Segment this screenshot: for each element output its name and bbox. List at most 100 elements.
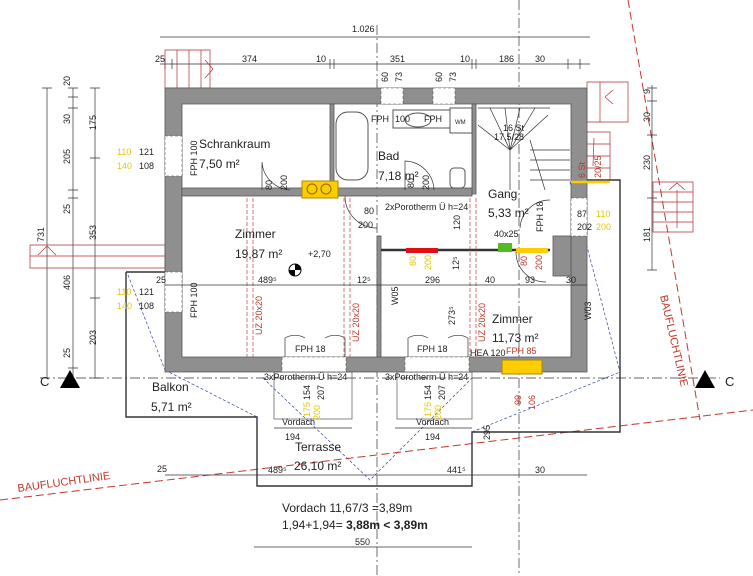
window-dim: 154 [302,385,312,400]
door-dim: 120 [452,215,462,230]
dim: 60 [434,72,444,82]
dim: 205 [62,149,72,164]
door-balcony-2 [404,356,470,373]
dim: 30 [535,465,545,475]
external-stairs-right-a [586,81,629,123]
room-name-terrasse: Terrasse [295,440,341,454]
column-label: UZ 20x20 [254,296,264,335]
dim: 12⁵ [451,256,461,270]
dim: 203 [88,330,98,345]
baufluchtlinie-label-bottom: BAUFLUCHTLINIE [17,470,111,495]
door-swing-bad [404,160,435,191]
fph-label: FPH [371,114,389,124]
dim: 194 [425,432,440,442]
section-marker-right-icon [695,370,715,388]
window-dim: 108 [139,301,154,311]
room-name-zimmer2: Zimmer [492,312,533,326]
dim: 73 [394,72,404,82]
dim: 30 [62,114,72,124]
lintel-label: 3xPorotherm Ü h=24 [385,372,468,382]
uz-columns [246,198,477,357]
ext-stairs-ratio: 20/25 [593,155,603,178]
hea-label: HEA 120 [470,348,506,358]
room-name-gang: Gang [488,187,517,201]
dim: 93 [525,275,535,285]
window-dim: 200 [433,405,443,420]
left-dimension-lines [42,87,100,379]
window-dim: 200 [596,222,611,232]
entrance-marker-left [29,244,166,269]
section-label-right: C [725,374,734,389]
room-area-zimmer: 19,87 m² [235,247,282,261]
note-bold: 3,88m < 3,89m [346,518,428,532]
dim: 186 [499,54,514,64]
window-dim: 110 [117,147,131,157]
room-name-zimmer: Zimmer [235,227,276,241]
dim: 10 [316,54,326,64]
window-dim: 140 [117,301,132,311]
wall-label: W05 [390,286,400,305]
roof-slope-lines [127,181,621,481]
flue-icon [320,183,332,195]
washbasin [404,112,432,128]
column-label: UZ 20x20 [351,303,361,342]
door-dim: 80 [364,206,374,216]
fph-label: 100 [395,114,410,124]
room-area-terrasse: 26,10 m² [294,459,341,473]
window-dim: 110 [596,209,610,219]
dim: 181 [642,227,652,242]
dim: 12⁵ [357,275,371,285]
room-area-gang: 5,33 m² [488,206,529,220]
dim: 489⁵ [268,465,287,475]
washing-machine [449,107,473,134]
dim: 230 [642,155,652,170]
balkon-outline [125,179,621,487]
chimney-bottom [501,359,543,375]
dim: 374 [242,54,257,64]
window-dim: 110 [117,287,131,297]
dim: 731 [36,227,46,242]
fph-label: FPH 100 [189,140,199,176]
ext-stairs-count: 6 St [577,161,587,178]
wall-label: W03 [583,301,593,320]
dim: 175 [88,115,98,130]
vordach-note-line1: Vordach 11,67/3 =3,89m [282,501,412,515]
toilet [449,167,466,189]
baufluchtlinie-bottom [0,409,753,501]
door-dim: 80 [264,180,274,190]
window-dim: 140 [117,161,132,171]
door-dim: 200 [421,175,431,190]
window-dim: 154 [423,385,433,400]
bathtub [335,111,369,181]
dim: 25 [156,275,166,285]
stairs-count: 16 St [503,123,525,133]
fph-label: FPH 85 [506,346,537,356]
dim: 30 [535,54,545,64]
stairs-ratio: 17,5/28 [494,132,524,142]
door-balcony-1 [281,356,347,373]
window-dim: 175 [423,402,433,417]
dim: 9 [642,89,652,94]
door-swing-zimmer2 [515,251,547,283]
dim: 351 [390,54,405,64]
door-dim: 200 [534,255,544,270]
dim: 441⁵ [447,465,466,475]
lintel-red [406,248,438,253]
dim: 406 [62,275,72,290]
window-dim: 108 [139,161,154,171]
section-label-left: C [40,374,49,389]
vordach-label: Vordach [416,417,449,427]
dim: 40 [485,275,495,285]
fph-label: FPH [424,114,442,124]
vordach-1 [273,371,353,420]
pillar-label: 40x25 [494,229,519,239]
dim: 489⁵ [258,275,277,285]
room-area-bad: 7,18 m² [378,169,419,183]
dim: 273⁵ [447,306,457,325]
window-top-2 [432,87,456,105]
staircase [477,107,570,191]
window-left-2 [164,271,183,313]
wm-label: WM [455,120,466,126]
door-swing-zimmer [344,195,378,229]
vordach-dimension-lines [254,427,472,548]
